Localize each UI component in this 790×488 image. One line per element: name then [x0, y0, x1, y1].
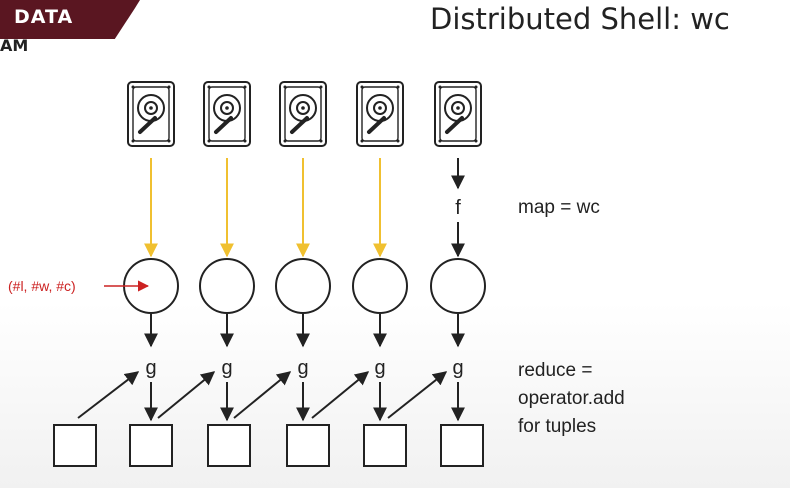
tuple-label: (#l, #w, #c) [8, 278, 76, 294]
hard-disk-icon-4 [356, 81, 404, 147]
slide-title: Distributed Shell: wc [430, 2, 730, 36]
accumulate-arrow-4 [311, 371, 370, 419]
reduce-label-line2: operator.add [518, 388, 625, 409]
accumulator-box-3 [286, 424, 330, 467]
accumulate-arrow-5 [387, 371, 448, 419]
map-label: map = wc [518, 197, 600, 218]
accumulator-box-0 [53, 424, 97, 467]
hard-disk-icon-5 [434, 81, 482, 147]
g-label-3: g [297, 357, 308, 379]
accumulate-arrow-3 [233, 371, 292, 419]
map-output-node-3 [275, 258, 331, 314]
accumulator-box-4 [363, 424, 407, 467]
logo-text-line2: AM [0, 36, 29, 55]
reduce-label-line1: reduce = [518, 360, 592, 381]
accumulate-arrow-1 [77, 371, 140, 419]
logo-badge [0, 0, 140, 39]
map-output-node-5 [430, 258, 486, 314]
hard-disk-icon-1 [127, 81, 175, 147]
hard-disk-icon-3 [279, 81, 327, 147]
accumulate-arrow-2 [157, 371, 216, 419]
g-label-5: g [452, 357, 463, 379]
g-label-1: g [145, 357, 156, 379]
map-output-node-2 [199, 258, 255, 314]
accumulator-box-5 [440, 424, 484, 467]
g-label-2: g [221, 357, 232, 379]
logo-text-line1: DATA [14, 6, 74, 28]
g-label-4: g [374, 357, 385, 379]
hard-disk-icon-2 [203, 81, 251, 147]
f-label: f [455, 197, 461, 219]
accumulator-box-1 [129, 424, 173, 467]
reduce-label-line3: for tuples [518, 416, 596, 437]
map-output-node-4 [352, 258, 408, 314]
accumulator-box-2 [207, 424, 251, 467]
